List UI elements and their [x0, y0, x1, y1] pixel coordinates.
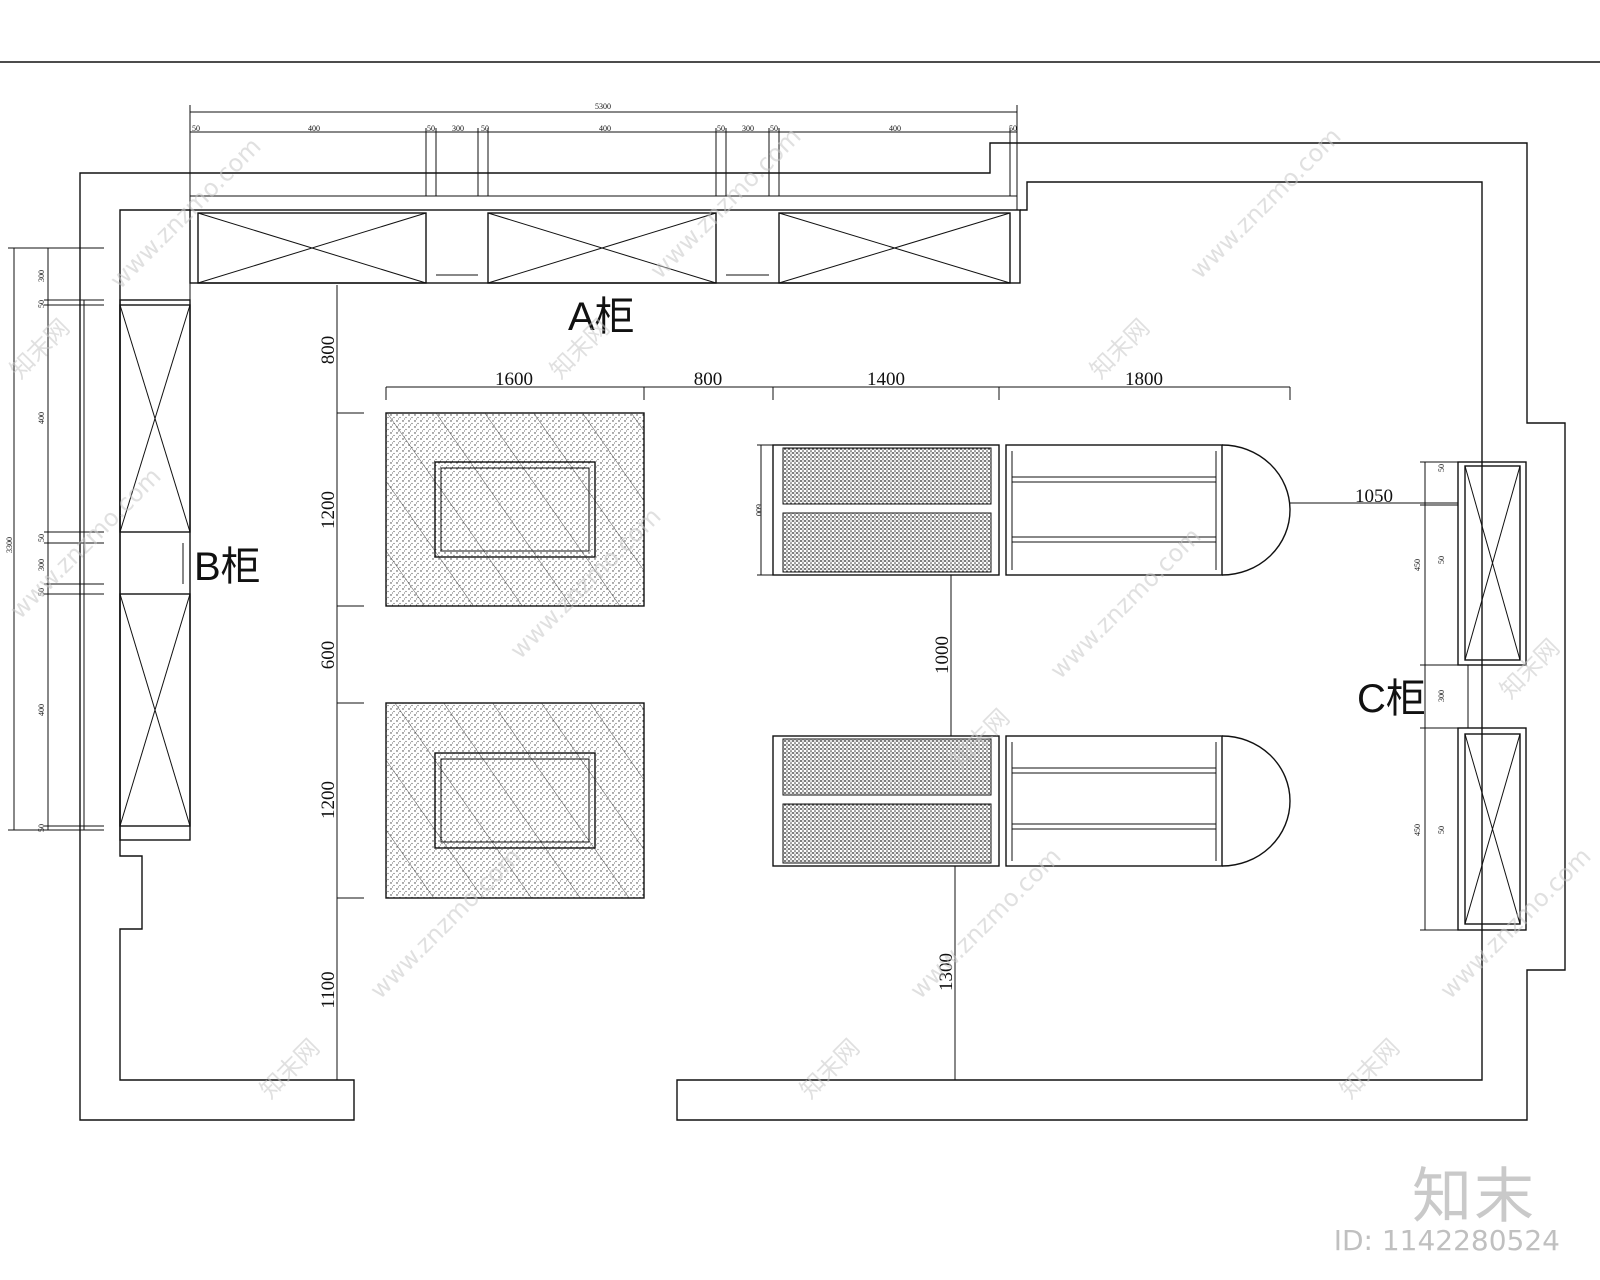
b-seg-label: 300 [37, 559, 46, 571]
a-dimension-chain: 5300 50 400 50 300 50 400 50 300 50 400 … [189, 102, 1018, 210]
dim-label: 1100 [318, 971, 339, 1008]
dim-label: 1000 [932, 636, 953, 674]
a-seg-label: 50 [770, 124, 778, 133]
watermark-text: 知末网 [4, 314, 75, 385]
cabinet-a-label: A柜 [568, 295, 635, 339]
b-seg-label: 50 [37, 534, 46, 542]
dim-label: 1050 [1355, 486, 1393, 507]
right-gap-dimension: 1050 [1290, 486, 1458, 507]
left-dimension-column: 800 1200 600 1200 1100 [318, 285, 364, 1080]
watermark-text: 知末网 [1494, 634, 1565, 705]
b-seg-label: 50 [37, 300, 46, 308]
c-seg-label: 50 [1437, 556, 1446, 564]
center-dimension-column: 1000 1300 [932, 575, 957, 1080]
a-seg-label: 300 [742, 124, 754, 133]
c-seg-label: 450 [1413, 824, 1422, 836]
a-seg-label: 400 [308, 124, 320, 133]
a-seg-label: 50 [427, 124, 435, 133]
dim-label: 800 [694, 369, 723, 390]
a-seg-label: 50 [1009, 124, 1017, 133]
cabinet-c-label: C柜 [1357, 677, 1426, 721]
b-seg-label: 400 [37, 412, 46, 424]
image-id-label: ID: 1142280524 [1333, 1224, 1560, 1257]
cabinet-b [119, 283, 191, 841]
watermark-text: www.znzmo.com [644, 122, 806, 284]
a-seg-label: 400 [599, 124, 611, 133]
island-top: 600 [754, 444, 1291, 576]
island-bottom [772, 735, 1291, 867]
a-seg-label: 400 [889, 124, 901, 133]
b-seg-label: 50 [37, 588, 46, 596]
b-seg-label: 50 [37, 824, 46, 832]
dim-label: 1200 [318, 491, 339, 529]
c-dimension-chain: 50 450 50 300 450 50 [1413, 461, 1458, 931]
dim-label: 800 [318, 336, 339, 365]
watermark-text: 知末网 [1334, 1034, 1405, 1105]
dim-label: 1600 [495, 369, 533, 390]
outer-wall [79, 142, 1566, 1121]
a-total-label: 5300 [595, 102, 611, 111]
a-seg-label: 50 [192, 124, 200, 133]
a-seg-label: 300 [452, 124, 464, 133]
display-table-bottom [385, 702, 645, 899]
watermark-text: www.znzmo.com [4, 462, 166, 624]
watermark-text: 知末网 [254, 1034, 325, 1105]
watermark-text: 知末网 [794, 1034, 865, 1105]
watermark-text: www.znzmo.com [1434, 842, 1596, 1004]
b-seg-label: 300 [37, 270, 46, 282]
watermark-text: www.znzmo.com [1184, 122, 1346, 284]
cabinet-a [189, 209, 1021, 284]
dim-label: 1200 [318, 781, 339, 819]
b-dimension-chain: 3300 300 50 400 50 300 50 400 50 [5, 247, 104, 832]
dim-label: 1400 [867, 369, 905, 390]
c-seg-label: 450 [1413, 559, 1422, 571]
a-seg-label: 50 [717, 124, 725, 133]
watermark-text: www.znzmo.com [1044, 522, 1206, 684]
c-seg-label: 300 [1437, 690, 1446, 702]
horizontal-dimension-row: 1600 800 1400 1800 [385, 369, 1291, 400]
c-seg-label: 50 [1437, 826, 1446, 834]
island-depth-label: 600 [754, 504, 763, 516]
dim-label: 600 [318, 641, 339, 670]
a-seg-label: 50 [481, 124, 489, 133]
cabinet-c [1457, 461, 1527, 931]
display-table-top [385, 412, 645, 607]
b-total-label: 3300 [5, 537, 14, 553]
cabinet-b-label: B柜 [194, 545, 261, 589]
c-seg-label: 50 [1437, 464, 1446, 472]
dim-label: 1300 [936, 953, 957, 991]
dim-label: 1800 [1125, 369, 1163, 390]
brand-logo: 知末 [1412, 1162, 1536, 1232]
b-seg-label: 400 [37, 704, 46, 716]
